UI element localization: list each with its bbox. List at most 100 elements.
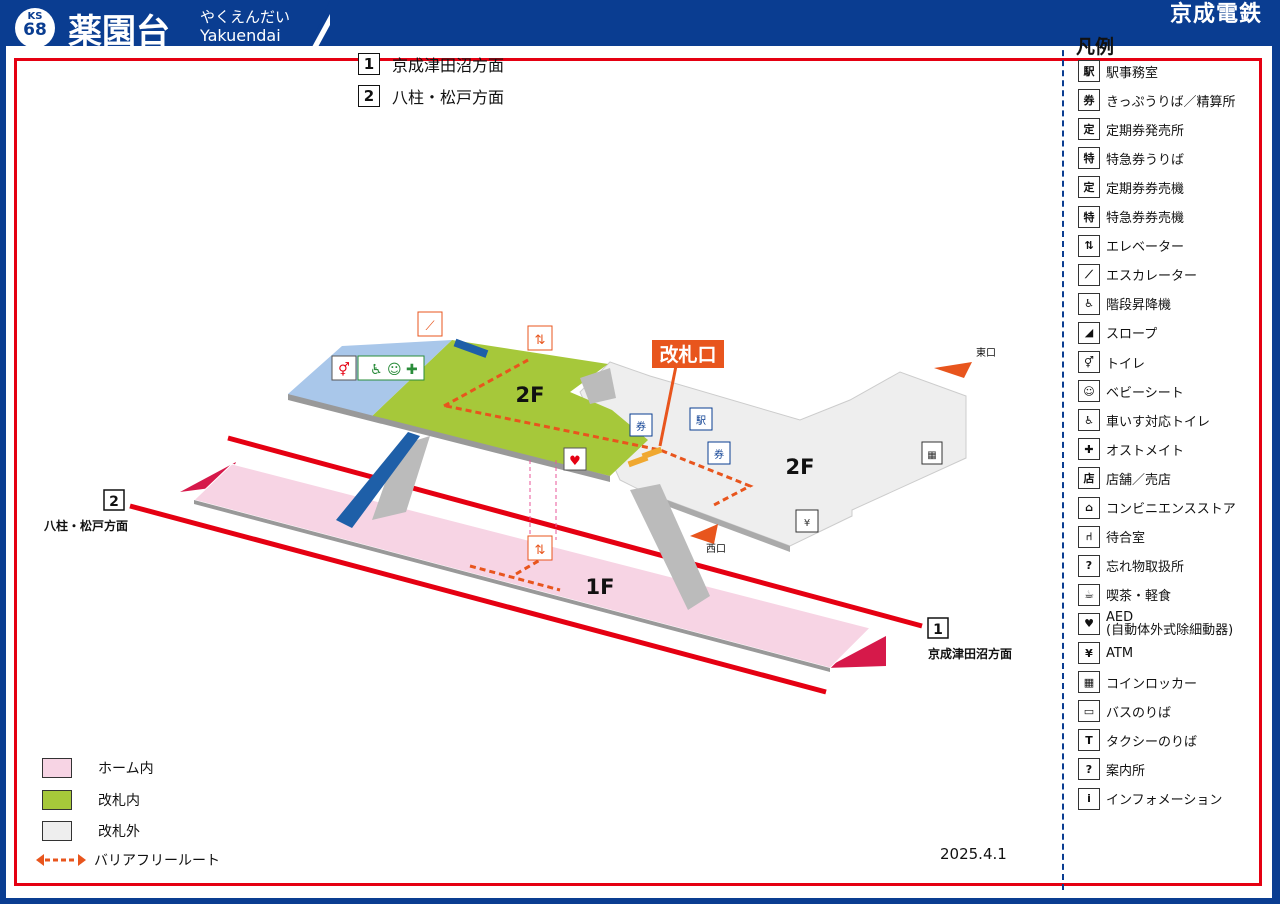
legend-item: 店店舗／売店 [1078,465,1171,491]
legend-item: 特特急券うりば [1078,145,1184,171]
station-office-icon: 駅 [1078,60,1100,82]
direction-label: 八柱・松戸方面 [392,88,505,107]
svg-text:⚥: ⚥ [338,362,350,378]
exit-east-arrow [934,362,972,378]
legend-item-label: スロープ [1106,327,1158,343]
slope-icon: ◢ [1078,321,1100,344]
barrier-free-key: バリアフリールート [36,850,220,870]
barrier-free-route-icon [36,854,86,866]
legend-item-label: 店舗／売店 [1106,472,1172,488]
concourse-gate-outside [579,361,967,547]
legend-item-label: きっぷうりば／精算所 [1106,94,1236,110]
legend-item-label: 待合室 [1106,531,1146,547]
escalator [336,432,420,528]
coin-locker-icon: ▦ [921,441,943,465]
ticket-office-icon: 券 [1078,89,1100,112]
zone-key-platform: ホーム内 [42,758,154,778]
commuter-pass-office-icon: 定 [1078,118,1100,141]
atm-icon: ¥ [1078,642,1100,664]
legend-item: ⑁ 待合室 [1078,524,1145,550]
escalator-icon: ⟋ [417,311,443,337]
stairs-west [372,436,430,520]
svg-text:▦: ▦ [927,450,936,461]
station-diagram: ⚥ ♿ ☺ ✚ ⟋ ⇅ ⇅ ♥ 券 駅 券 ▦ ¥ 改札口 2F [43,311,1012,695]
svg-text:⟋: ⟋ [425,319,435,334]
legend-item-label: エレベーター [1106,240,1185,256]
legend-item-label-main: AED [1106,609,1134,625]
arrow-right [826,636,886,668]
legend-panel: 凡例 駅駅事務室券きっぷうりば／精算所定定期券発売所特特急券うりば定定期券券売機… [1062,30,1264,890]
direction-key-2: 2 八柱・松戸方面 [358,84,504,108]
legend-item: ▭バスのりば [1078,698,1171,724]
coin-locker-icon: ▦ [1078,671,1100,694]
platform-right-number: 1 [933,622,943,638]
legend-item: ✚ オストメイト [1078,436,1184,462]
legend-item: 特特急券券売機 [1078,204,1184,230]
legend-item: ⟋エスカレーター [1078,262,1197,288]
station-code-number: 68 [23,20,47,40]
ticket-office-icon: 券 [707,441,731,465]
toilet-icon: ⚥ [331,355,357,381]
accessible-toilet-icon: ♿ ☺ ✚ [357,355,425,381]
elevator-icon: ⇅ [527,535,553,561]
legend-item-label: コンビニエンスストア [1106,502,1236,517]
legend-item-label: 喫茶・軽食 [1106,589,1172,605]
escalator-top [453,338,489,358]
legend-item-label: ベビーシート [1106,385,1184,401]
legend-item-label: 案内所 [1106,763,1146,779]
taxi-icon: T [1078,729,1100,752]
legend-item: ⇅ エレベーター [1078,233,1184,259]
direction-key-1: 1 京成津田沼方面 [358,52,504,76]
legend-item-label: AED(自動体外式除細動器) [1106,611,1233,637]
station-romaji: Yakuendai [200,26,281,45]
lost-and-found-icon: ? [1078,554,1100,577]
zone-key-gate-inside: 改札内 [42,790,140,810]
station-code-prefix: KS [27,11,43,22]
stairs-east [630,484,710,610]
legend-item-label: オストメイト [1106,443,1185,459]
aed-icon: ♥ [563,447,587,471]
gate-label-bg [652,340,724,368]
toilet-icon: ⚥ [1078,351,1100,373]
platform-right-label: 京成津田沼方面 [928,646,1012,661]
legend-item: ?案内所 [1078,756,1145,782]
concourse-gate-inside [370,340,648,476]
floor-label-2f-east: 2F [786,455,815,479]
revision-date: 2025.4.1 [940,845,1007,863]
svg-text:♥: ♥ [569,454,581,469]
legend-item: ☺ベビーシート [1078,378,1184,404]
legend-item-label-sub: (自動体外式除細動器) [1106,622,1234,638]
zone-label: 改札外 [98,824,140,840]
elevator-icon: ⇅ [1078,234,1100,257]
legend-item: ♥AED(自動体外式除細動器) [1078,611,1233,637]
legend-item-label: 車いす対応トイレ [1106,414,1211,430]
station-kana: やくえんだい [200,8,291,26]
svg-text:¥: ¥ [804,518,810,529]
information-icon: i [1078,787,1100,810]
stair-lift-icon: ♿ [1078,292,1100,315]
exit-west-label: 西口 [706,544,726,555]
svg-text:券: 券 [714,448,724,461]
legend-item-label: バスのりば [1106,705,1172,721]
legend-item: ☕喫茶・軽食 [1078,582,1171,608]
legend-item: 定定期券券売機 [1078,174,1184,200]
legend-item-label: トイレ [1106,356,1146,372]
limited-express-ticket-icon: 特 [1078,147,1100,170]
floor-label-2f: 2F [516,383,545,407]
rail-lower [129,503,827,695]
brand-logo-text: 京成電鉄 [1169,2,1262,27]
platform-left-label: 八柱・松戸方面 [43,518,128,533]
shop-icon: 店 [1078,467,1100,490]
zone-swatch [42,790,72,810]
svg-text:券: 券 [636,420,646,433]
floor-label-1f: 1F [586,575,615,599]
station-code-badge: KS 68 [15,8,55,48]
ostomate-icon: ✚ [1078,438,1100,461]
waiting-room-icon: ⑁ [1078,525,1100,548]
zone-label: 改札内 [98,793,140,809]
legend-item-label: エスカレーター [1106,269,1198,285]
concourse-edge [640,490,790,552]
legend-item-label: タクシーのりば [1106,734,1198,750]
legend-item: T タクシーのりば [1078,727,1197,753]
svg-text:駅: 駅 [696,415,706,427]
